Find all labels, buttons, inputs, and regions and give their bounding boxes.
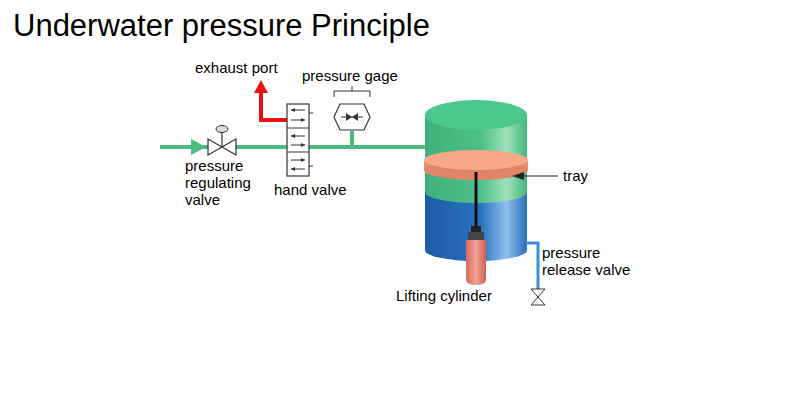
part-label: Lifting cylinder: [396, 287, 536, 304]
regulating-valve-symbol: [208, 126, 236, 156]
supply-pipe: [236, 145, 287, 149]
diagram-title: Underwater pressure Principle: [13, 8, 430, 44]
flow-arrow: [191, 139, 206, 155]
pressure-gage-symbol: [334, 86, 370, 147]
hand-valve-symbol: [287, 104, 313, 176]
supply-pipe: [309, 145, 426, 149]
leader-arrow: [512, 172, 524, 180]
pressure-tank: [424, 100, 528, 285]
exhaust-arrow: [254, 80, 268, 93]
leader-line: [524, 176, 558, 177]
part-label: pressure regulating valve: [185, 157, 271, 208]
exhaust-line: [261, 92, 287, 120]
part-label: pressure gage: [302, 67, 422, 84]
part-label: pressure release valve: [542, 244, 642, 278]
part-label: hand valve: [274, 181, 374, 198]
part-label: tray: [563, 167, 623, 184]
part-label: exhaust port: [195, 59, 305, 76]
